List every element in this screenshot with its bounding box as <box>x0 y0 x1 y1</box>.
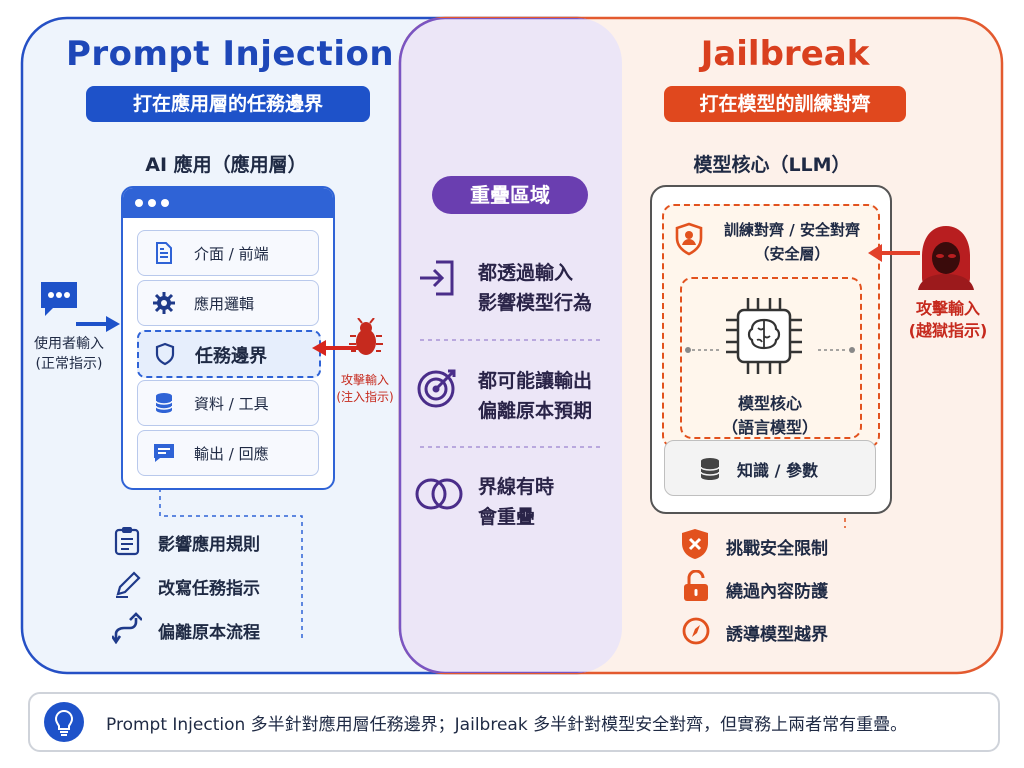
compass-icon <box>682 617 710 645</box>
attack-line: (注入指示) <box>336 390 394 404</box>
layer-data-tools: 資料 / 工具 <box>137 380 319 426</box>
overlap-line: 都可能讓輸出 <box>478 370 593 392</box>
attack-line: (越獄指示) <box>908 321 988 340</box>
layer-label: 資料 / 工具 <box>194 395 269 413</box>
model-core-label: 模型核心 （語言模型） <box>690 392 850 440</box>
footer-text: Prompt Injection 多半針對應用層任務邊界；Jailbreak 多… <box>106 715 908 735</box>
layer-label: 輸出 / 回應 <box>194 445 269 463</box>
user-input-label: 使用者輸入 (正常指示) <box>24 334 114 374</box>
core-heading: 模型核心（LLM） <box>693 154 851 176</box>
database-icon <box>700 458 720 480</box>
chat-bubble-icon <box>41 282 77 316</box>
shield-icon <box>155 342 175 366</box>
layer-label: 應用邏輯 <box>194 295 255 313</box>
overlap-line: 界線有時 <box>478 476 555 498</box>
pencil-icon <box>116 571 141 598</box>
lightbulb-icon <box>44 702 84 742</box>
knowledge-label: 知識 / 參數 <box>737 461 818 480</box>
overlap-line: 影響模型行為 <box>478 292 593 314</box>
database-icon <box>155 393 173 413</box>
document-icon <box>156 242 172 264</box>
window-titlebar <box>123 188 333 218</box>
injection-attack-label: 攻擊輸入 (注入指示) <box>330 372 400 406</box>
bug-icon <box>349 318 383 355</box>
injection-attack-arrow <box>312 340 358 356</box>
detour-arrow-icon <box>112 612 142 644</box>
layer-label: 介面 / 前端 <box>194 245 269 263</box>
attack-line: 攻擊輸入 <box>915 299 980 318</box>
layer-logic: 應用邏輯 <box>137 280 319 326</box>
hacker-icon <box>918 226 974 290</box>
user-input-line: (正常指示) <box>35 356 103 372</box>
core-connector-lines <box>685 347 855 353</box>
overlap-point: 界線有時 會重疊 <box>478 472 554 532</box>
layer-label: 任務邊界 <box>195 346 267 367</box>
injection-title: Prompt Injection <box>65 34 395 74</box>
safety-line: 訓練對齊 / 安全對齊 <box>724 221 860 239</box>
app-window: 介面 / 前端 應用邏輯 任務邊界 資料 / 工具 輸出 / 回應 <box>121 186 335 490</box>
layer-task-boundary: 任務邊界 <box>137 330 321 378</box>
footer-note: Prompt Injection 多半針對應用層任務邊界；Jailbreak 多… <box>28 692 1000 752</box>
app-heading: AI 應用（應用層） <box>145 154 307 176</box>
message-icon <box>154 444 174 462</box>
layer-output: 輸出 / 回應 <box>137 430 319 476</box>
injection-effect: 改寫任務指示 <box>158 579 260 599</box>
input-arrow-icon <box>420 260 454 296</box>
overlap-point: 都可能讓輸出 偏離原本預期 <box>478 366 592 426</box>
safety-layer-label: 訓練對齊 / 安全對齊 （安全層） <box>712 218 872 266</box>
window-dot <box>135 199 143 207</box>
model-core-line: 模型核心 <box>737 394 802 413</box>
overlap-point: 都透過輸入 影響模型行為 <box>478 258 592 318</box>
overlap-line: 偏離原本預期 <box>478 400 593 422</box>
shield-x-icon <box>682 529 708 559</box>
attack-line: 攻擊輸入 <box>340 373 389 387</box>
clipboard-icon <box>114 527 140 556</box>
knowledge-params-box: 知識 / 參數 <box>664 440 876 496</box>
user-input-arrow <box>76 316 120 332</box>
jailbreak-attack-arrow <box>868 244 920 262</box>
jailbreak-subtitle: 打在模型的訓練對齊 <box>664 86 906 122</box>
brain-chip-icon <box>726 298 802 374</box>
window-dot <box>148 199 156 207</box>
user-input-line: 使用者輸入 <box>34 336 104 352</box>
model-core-line: （語言模型） <box>721 418 818 437</box>
jailbreak-attack-label: 攻擊輸入 (越獄指示) <box>900 298 996 342</box>
safety-line: （安全層） <box>754 245 830 263</box>
shield-user-icon <box>675 222 703 256</box>
injection-effect: 影響應用規則 <box>158 535 260 555</box>
layer-interface: 介面 / 前端 <box>137 230 319 276</box>
overlap-line: 會重疊 <box>478 506 536 528</box>
jailbreak-effect: 繞過內容防護 <box>726 582 828 602</box>
overlap-title: 重疊區域 <box>432 176 588 214</box>
jailbreak-effect: 誘導模型越界 <box>726 625 828 645</box>
overlap-line: 都透過輸入 <box>478 262 574 284</box>
overlap-circles-icon <box>415 478 463 510</box>
injection-subtitle: 打在應用層的任務邊界 <box>86 86 370 122</box>
window-dot <box>161 199 169 207</box>
injection-effect: 偏離原本流程 <box>158 623 260 643</box>
gear-icon <box>153 292 175 314</box>
jailbreak-title: Jailbreak <box>700 34 870 74</box>
target-icon <box>417 369 456 408</box>
unlock-icon <box>684 570 708 601</box>
jailbreak-effect: 挑戰安全限制 <box>726 539 828 559</box>
